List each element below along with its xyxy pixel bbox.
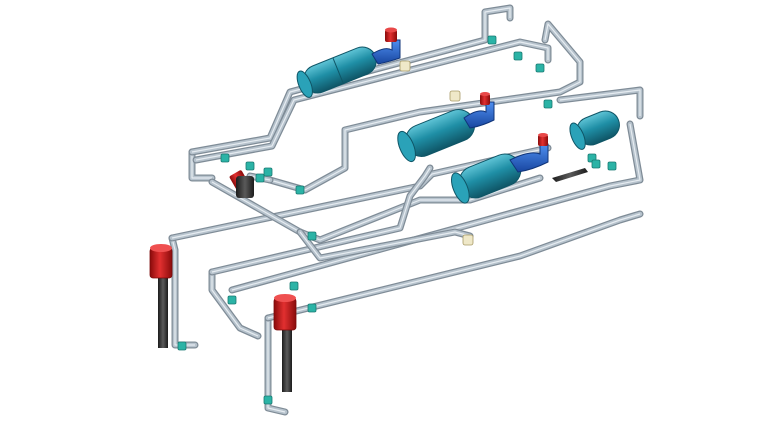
- valve-fitting[interactable]: [227, 295, 237, 305]
- dark-probe-right[interactable]: [552, 168, 588, 182]
- valve-fitting[interactable]: [255, 173, 265, 183]
- valve-fitting[interactable]: [591, 159, 601, 169]
- pump-lower[interactable]: [509, 143, 549, 173]
- valve-fitting[interactable]: [289, 281, 299, 291]
- pressure-tanks: [296, 46, 624, 205]
- valve-fitting[interactable]: [245, 161, 255, 171]
- valve-fitting[interactable]: [513, 51, 523, 61]
- pump-top[interactable]: [371, 39, 401, 65]
- pipe-highlight: [559, 89, 641, 116]
- cap-lower[interactable]: [538, 133, 548, 146]
- valve-fitting[interactable]: [543, 99, 553, 109]
- valve-fitting[interactable]: [307, 303, 317, 313]
- valve-fitting[interactable]: [487, 35, 497, 45]
- pump-middle[interactable]: [463, 101, 495, 129]
- pipe-sleeve[interactable]: [449, 90, 461, 102]
- valve-fitting[interactable]: [220, 153, 230, 163]
- vertical-risers: [149, 168, 588, 392]
- pipe-highlight: [171, 237, 195, 346]
- valve-fitting[interactable]: [263, 395, 273, 405]
- pump-units: [371, 39, 549, 173]
- pipe-highlight: [211, 167, 431, 273]
- cap-middle[interactable]: [480, 92, 490, 105]
- pipe-highlight: [299, 231, 471, 259]
- pipe-sleeve[interactable]: [399, 60, 411, 72]
- valve-fitting[interactable]: [607, 161, 617, 171]
- pipe-sleeve[interactable]: [462, 234, 474, 246]
- dark-fitting-left[interactable]: [236, 176, 254, 198]
- pipe-highlight: [195, 41, 549, 161]
- valve-fitting[interactable]: [307, 231, 317, 241]
- pipe-sleeves: [399, 60, 474, 246]
- pipe-highlight: [211, 272, 259, 337]
- valve-fittings: [177, 35, 617, 405]
- tank-right[interactable]: [567, 107, 624, 152]
- cap-top[interactable]: [385, 27, 397, 43]
- pipe-highlight: [267, 213, 641, 319]
- valve-fitting[interactable]: [295, 185, 305, 195]
- valve-fitting[interactable]: [177, 341, 187, 351]
- riser-right[interactable]: [273, 294, 297, 392]
- valve-fitting[interactable]: [535, 63, 545, 73]
- valve-fitting[interactable]: [263, 167, 273, 177]
- riser-left[interactable]: [149, 244, 173, 348]
- pipe-highlight: [191, 152, 212, 179]
- tank-lower[interactable]: [448, 149, 526, 205]
- pipe-highlight: [267, 318, 286, 413]
- pipe-highlight: [191, 7, 511, 153]
